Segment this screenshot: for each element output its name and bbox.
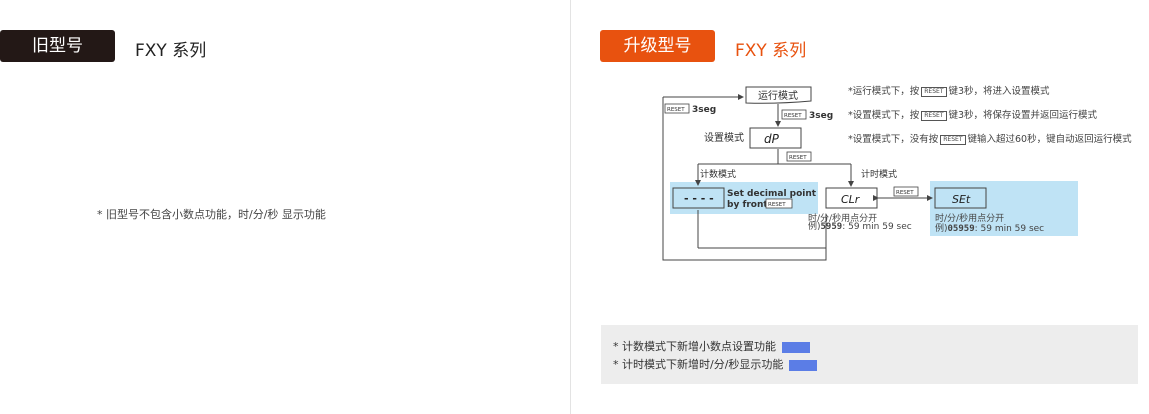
reset-key-icon: RESET (921, 86, 947, 97)
new-model-badge: 升级型号 (600, 30, 715, 62)
count-mode-label: 计数模式 (700, 168, 736, 180)
setting-display (749, 127, 802, 149)
summary-line-2: * 计时模式下新增时/分/秒显示功能 (613, 356, 818, 372)
time-example-1: 例)5959: 59 min 59 sec (808, 220, 912, 232)
setting-display-text: dP (764, 132, 780, 146)
reset-key-icon: RESET (921, 110, 947, 121)
reset-key-icon (893, 186, 919, 197)
time-label-2: 时/分/秒用点分开 (935, 212, 1004, 224)
setting-mode-label: 设置模式 (704, 131, 744, 144)
center-divider (570, 0, 571, 414)
reset-key-icon (786, 151, 812, 162)
count-display (672, 187, 725, 209)
summary-line-1: * 计数模式下新增小数点设置功能 (613, 338, 810, 354)
reset-key-icon (765, 198, 793, 209)
decimal-text-2: by front (727, 200, 768, 210)
blue-swatch (782, 341, 810, 353)
reset-key-icon (664, 103, 690, 114)
outer-loop-line (662, 103, 827, 261)
reset-3seg-right: 3seg (809, 111, 833, 121)
count-display-text: - - - - (684, 192, 714, 205)
svg-text:RESET: RESET (789, 155, 807, 161)
blue-swatch (789, 359, 818, 371)
reset-3seg-left: 3seg (692, 105, 716, 115)
set-display (934, 187, 987, 209)
set-display-text: SEt (952, 193, 971, 206)
old-series-label: FXY 系列 (135, 41, 207, 61)
svg-text:RESET: RESET (667, 107, 685, 113)
timer-mode-label: 计时模式 (861, 168, 897, 180)
old-model-note: * 旧型号不包含小数点功能，时/分/秒 显示功能 (97, 208, 326, 221)
svg-text:RESET: RESET (896, 190, 914, 196)
time-example-2: 例)05959: 59 min 59 sec (935, 222, 1044, 234)
clr-display-text: CLr (841, 193, 861, 206)
svg-text:RESET: RESET (768, 202, 786, 208)
decimal-text-1: Set decimal point (727, 189, 817, 199)
run-mode-label: 运行模式 (758, 89, 798, 102)
svg-text:RESET: RESET (784, 113, 802, 119)
reset-key-icon: RESET (940, 134, 966, 145)
run-mode-box (745, 86, 812, 104)
new-features-summary: * 计数模式下新增小数点设置功能 * 计时模式下新增时/分/秒显示功能 (601, 325, 1138, 384)
old-model-badge: 旧型号 (0, 30, 115, 62)
reset-key-icon (781, 109, 807, 120)
time-label-1: 时/分/秒用点分开 (808, 212, 877, 224)
new-series-label: FXY 系列 (735, 41, 807, 61)
